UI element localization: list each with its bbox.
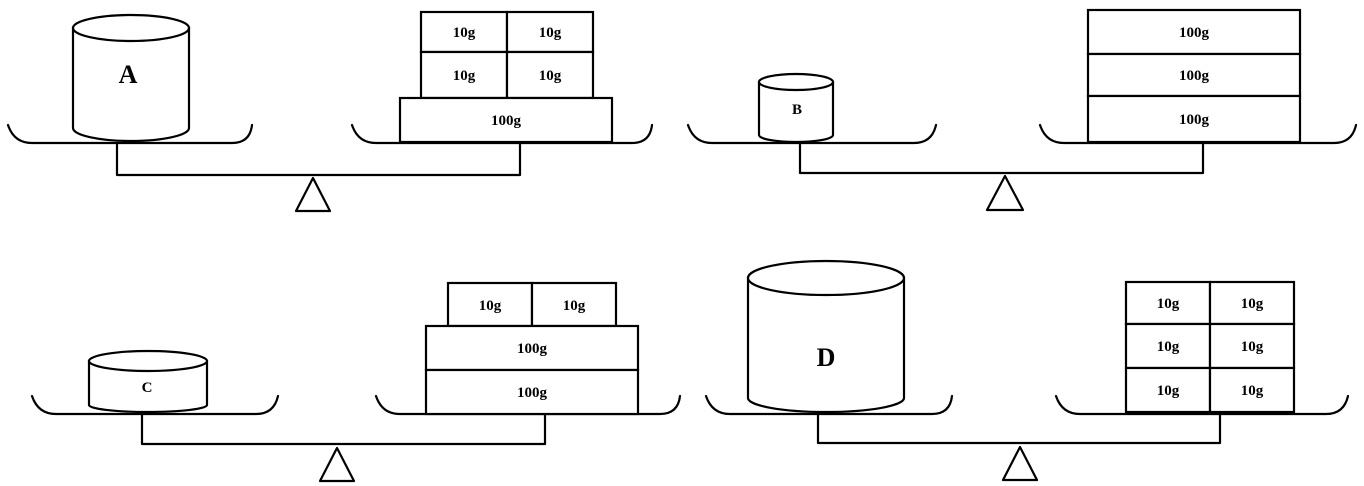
object-cylinder-c: C	[87, 349, 209, 414]
weight-100g: 100g	[1086, 8, 1302, 56]
left-pan	[686, 123, 938, 145]
svg-text:10g: 10g	[479, 298, 502, 314]
left-pan	[30, 394, 280, 416]
weight-10g: 10g	[530, 281, 618, 328]
svg-text:10g: 10g	[1157, 296, 1180, 312]
beam	[816, 412, 1222, 445]
svg-text:10g: 10g	[563, 298, 586, 314]
fulcrum	[318, 446, 356, 483]
beam	[798, 141, 1205, 175]
svg-text:100g: 100g	[491, 113, 522, 129]
weight-100g: 100g	[1086, 94, 1302, 144]
beam	[140, 412, 547, 446]
svg-text:10g: 10g	[1157, 383, 1180, 399]
weight-10g: 10g	[1208, 322, 1296, 370]
svg-text:100g: 100g	[517, 341, 548, 357]
left-pan	[6, 123, 254, 145]
weight-10g: 10g	[419, 10, 509, 54]
svg-text:10g: 10g	[1157, 339, 1180, 355]
svg-text:10g: 10g	[539, 25, 562, 41]
svg-text:10g: 10g	[453, 25, 476, 41]
weight-10g: 10g	[419, 50, 509, 100]
svg-text:10g: 10g	[453, 68, 476, 84]
object-label: C	[142, 380, 153, 396]
weight-100g: 100g	[424, 324, 640, 372]
object-label: A	[119, 60, 138, 89]
weight-10g: 10g	[1124, 366, 1212, 414]
svg-text:100g: 100g	[1179, 25, 1210, 41]
scale-d: D 10g 10g 10g 10g 10g 10g	[704, 259, 1350, 482]
fulcrum	[1001, 445, 1039, 482]
svg-text:10g: 10g	[1241, 339, 1264, 355]
scale-c: C 10g 10g 100g 100g	[30, 281, 682, 483]
weight-10g: 10g	[505, 10, 595, 54]
object-label: B	[792, 102, 802, 118]
weight-100g: 100g	[398, 96, 614, 144]
left-pan	[704, 394, 954, 416]
weight-10g: 10g	[505, 50, 595, 100]
svg-text:10g: 10g	[1241, 296, 1264, 312]
fulcrum	[294, 176, 332, 213]
weight-10g: 10g	[1124, 322, 1212, 370]
weight-100g: 100g	[1086, 52, 1302, 98]
svg-text:100g: 100g	[517, 385, 548, 401]
weight-10g: 10g	[1124, 280, 1212, 326]
weight-10g: 10g	[1208, 366, 1296, 414]
svg-text:10g: 10g	[1241, 383, 1264, 399]
weight-100g: 100g	[424, 368, 640, 416]
object-cylinder-d: D	[746, 259, 906, 414]
object-cylinder-b: B	[757, 72, 835, 144]
scale-a: A 10g 10g 10g 10g 100g	[6, 10, 654, 213]
weight-10g: 10g	[1208, 280, 1296, 326]
right-pan	[1054, 394, 1350, 416]
svg-text:100g: 100g	[1179, 112, 1210, 128]
svg-text:10g: 10g	[539, 68, 562, 84]
object-cylinder-a: A	[71, 13, 191, 143]
weight-10g: 10g	[446, 281, 534, 328]
svg-text:100g: 100g	[1179, 68, 1210, 84]
object-label: D	[817, 343, 836, 372]
fulcrum	[985, 174, 1025, 212]
beam	[115, 141, 522, 177]
scale-b: B 100g 100g 100g	[686, 8, 1358, 212]
